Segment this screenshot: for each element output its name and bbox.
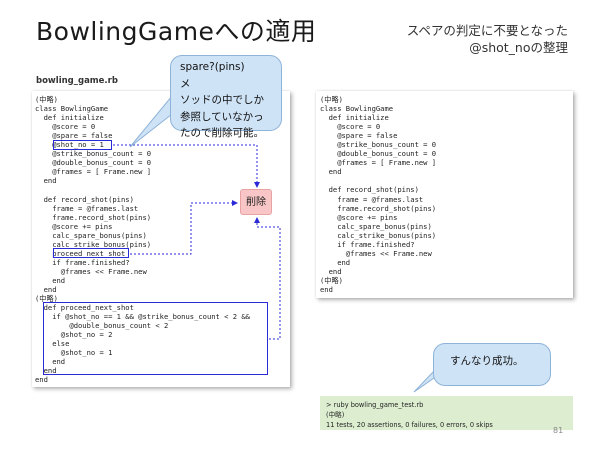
code-line: frame.record_shot(pins): [320, 203, 437, 213]
proceed-call-highlight: [53, 248, 129, 258]
code-line: @double_bonus_count = 0: [35, 158, 152, 168]
code-line: @frames << Frame.new: [35, 266, 147, 276]
code-line: @frames = [ Frame.new ]: [35, 167, 152, 177]
code-line: @frames = [ Frame.new ]: [320, 158, 437, 168]
code-line: end: [320, 257, 351, 267]
code-line: frame = @frames.last: [320, 194, 424, 204]
code-line: if @shot_no == 1 && @strike_bonus_count …: [35, 312, 250, 322]
code-line: @shot_no = 1: [35, 140, 104, 150]
code-line: end: [35, 366, 57, 376]
code-line: calc_spare_bonus(pins): [320, 221, 432, 231]
after-code-panel: (中略)class BowlingGame def initialize @sc…: [316, 91, 573, 298]
code-line: @shot_no = 2: [35, 330, 113, 340]
test-elided: (中略): [326, 411, 345, 419]
code-line: else: [35, 339, 70, 349]
code-line: class BowlingGame: [35, 104, 109, 114]
subtitle-line: スペアの判定に不要となった: [406, 23, 568, 38]
after-code: (中略)class BowlingGame def initialize @sc…: [320, 95, 436, 294]
code-line: (中略): [35, 95, 58, 104]
code-line: end: [35, 357, 66, 367]
code-line: @spare = false: [320, 131, 398, 141]
shot-no-init-highlight: [53, 140, 112, 150]
slide-subtitle: スペアの判定に不要となった @shot_noの整理: [368, 22, 568, 56]
code-line: @frames << Frame.new: [320, 248, 432, 258]
callout-line: たので削除可能。: [180, 127, 264, 139]
callout-line: 参照していなかっ: [180, 110, 264, 123]
code-line: calc_strike_bonus(pins): [35, 239, 152, 249]
code-line: end: [320, 266, 342, 276]
code-line: @score += pins: [35, 221, 113, 231]
code-line: [320, 176, 436, 185]
code-line: @shot_no = 1: [35, 348, 113, 358]
code-line: @strike_bonus_count = 0: [320, 140, 437, 150]
code-line: def initialize: [35, 113, 104, 123]
subtitle-line: @shot_noの整理: [469, 40, 568, 55]
spare-explanation-callout: spare?(pins) メソッドの中でしか参照していなかったので削除可能。: [170, 55, 282, 139]
code-line: def proceed_next_shot: [35, 303, 134, 313]
code-line: proceed_next_shot: [35, 248, 126, 258]
callout-line: ソッドの中でしか: [180, 94, 264, 106]
slide-title: BowlingGameへの適用: [36, 17, 317, 46]
code-line: @score += pins: [320, 212, 398, 222]
success-callout: すんなり成功。: [433, 343, 551, 386]
test-result: 11 tests, 20 assertions, 0 failures, 0 e…: [326, 421, 493, 429]
code-line: (中略): [320, 95, 343, 104]
code-line: calc_spare_bonus(pins): [35, 230, 147, 240]
code-line: end: [35, 176, 57, 186]
test-command: > ruby bowling_game_test.rb: [326, 401, 424, 409]
code-line: frame.record_shot(pins): [35, 212, 152, 222]
code-line: def record_shot(pins): [320, 185, 419, 195]
page-number: 81: [553, 426, 564, 435]
delete-label: 削除: [240, 189, 272, 215]
code-line: @double_bonus_count = 0: [320, 149, 437, 159]
code-line: end: [320, 284, 333, 294]
proceed-method-highlight: [43, 302, 268, 375]
code-line: end: [320, 167, 342, 177]
code-line: [35, 185, 250, 194]
code-line: if frame.finished?: [35, 257, 130, 267]
code-line: end: [35, 275, 66, 285]
code-line: def record_shot(pins): [35, 194, 134, 204]
code-line: if frame.finished?: [320, 239, 415, 249]
code-line: def initialize: [320, 113, 389, 123]
test-output-box: > ruby bowling_game_test.rb (中略) 11 test…: [320, 396, 573, 430]
code-line: (中略): [320, 275, 343, 285]
callout-line: spare?(pins) メ: [180, 61, 266, 90]
file-name-label: bowling_game.rb: [36, 76, 118, 86]
code-line: frame = @frames.last: [35, 203, 139, 213]
code-line: @score = 0: [35, 122, 96, 132]
code-line: @double_bonus_count < 2: [35, 321, 169, 331]
before-code-panel: (中略)class BowlingGame def initialize @sc…: [32, 91, 290, 387]
code-line: (中略): [35, 294, 58, 304]
code-line: end: [35, 375, 48, 385]
code-line: @score = 0: [320, 122, 381, 132]
code-line: calc_strike_bonus(pins): [320, 230, 437, 240]
code-line: end: [35, 284, 57, 294]
code-line: @spare = false: [35, 131, 113, 141]
code-line: class BowlingGame: [320, 104, 394, 114]
